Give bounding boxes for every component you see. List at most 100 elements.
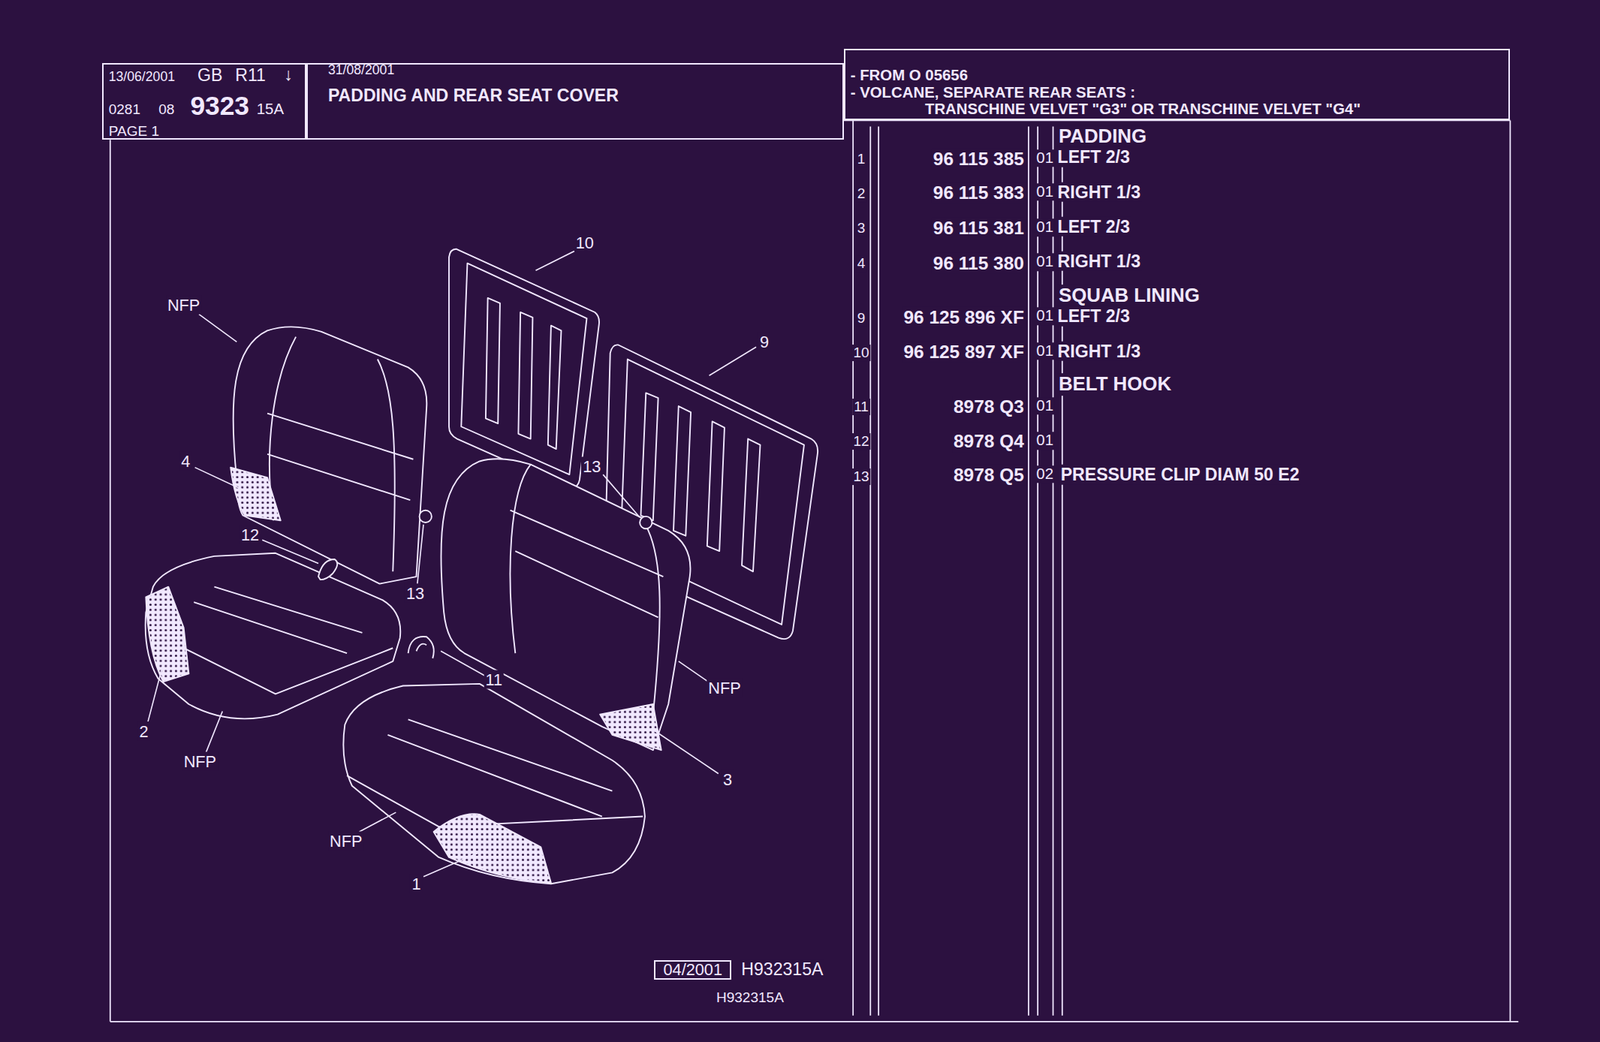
leader-lines — [198, 314, 237, 343]
seat-parts — [346, 719, 643, 827]
callout-number: 11 — [484, 670, 505, 690]
leader-lines — [417, 524, 424, 585]
row-number: 4 — [855, 255, 868, 272]
quantity-code: 01 — [1034, 342, 1055, 360]
callout-number: 12 — [239, 525, 261, 545]
part-number: 8978 Q3 — [952, 396, 1026, 418]
node-text: TRANSCHINE VELVET "G3" OR TRANSCHINE VEL… — [925, 99, 1361, 118]
leader-lines — [602, 474, 640, 518]
node-text: R11 — [235, 65, 266, 87]
callout-label: NFP — [182, 751, 218, 771]
callout-number: 1 — [409, 873, 422, 893]
seat-parts — [145, 553, 401, 720]
quantity-code: 01 — [1034, 183, 1055, 201]
callout-number: 10 — [574, 233, 596, 253]
row-number: 13 — [851, 468, 871, 486]
seat-parts — [518, 312, 533, 440]
drawing-reference: H932315A — [739, 959, 825, 980]
leader-lines — [440, 650, 485, 676]
frame-lines — [877, 126, 880, 1016]
seat-parts — [233, 326, 428, 584]
seat-parts — [269, 337, 296, 522]
seat-parts — [639, 516, 652, 529]
part-number: 96 115 383 — [931, 182, 1026, 204]
node-text: GB — [197, 65, 223, 87]
callout-label: NFP — [706, 678, 742, 698]
part-description: LEFT 2/3 — [1056, 147, 1132, 168]
leader-lines — [536, 250, 576, 271]
seat-parts — [707, 421, 725, 552]
node-text: - FROM O 05656 — [850, 66, 968, 85]
part-description: RIGHT 1/3 — [1056, 340, 1142, 362]
frame-lines — [1509, 120, 1512, 1022]
leader-lines — [709, 346, 757, 376]
condition-cell: - FROM O 05656- VOLCANE, SEPARATE REAR S… — [843, 48, 1510, 121]
leader-lines — [653, 729, 719, 774]
seat-parts — [448, 249, 600, 489]
seat-parts — [267, 359, 413, 573]
frame-lines — [109, 139, 112, 1022]
frame-lines — [110, 1021, 1519, 1023]
seat-parts — [599, 704, 662, 751]
part-number: 96 115 385 — [931, 148, 1026, 170]
seat-parts — [485, 298, 501, 424]
seat-parts — [145, 249, 818, 885]
part-description: RIGHT 1/3 — [1056, 251, 1142, 272]
quantity-code: 01 — [1034, 431, 1055, 449]
callout-number: 9 — [758, 332, 771, 352]
node-text: ↓ — [283, 64, 293, 86]
quantity-code: 01 — [1034, 397, 1055, 415]
part-description: RIGHT 1/3 — [1056, 181, 1142, 202]
row-number: 10 — [851, 344, 871, 362]
row-number: 9 — [855, 310, 868, 327]
seat-parts — [461, 263, 587, 475]
quantity-code: 01 — [1034, 253, 1055, 272]
part-number: 8978 Q4 — [952, 430, 1026, 452]
seat-parts — [640, 392, 658, 521]
seat-parts — [230, 467, 281, 522]
header-title-cell: 31/08/2001PADDING AND REAR SEAT COVER — [306, 63, 844, 140]
leader-lines — [358, 812, 396, 832]
quantity-code: 01 — [1034, 149, 1055, 167]
node-text: 08 — [158, 101, 175, 119]
leader-lines — [206, 711, 223, 753]
seat-parts — [510, 464, 664, 715]
node-text: - VOLCANE, SEPARATE REAR SEATS : — [850, 83, 1136, 102]
frame-lines — [869, 126, 871, 1016]
seat-parts — [408, 636, 434, 659]
callout-label: NFP — [165, 295, 202, 315]
part-description: PRESSURE CLIP DIAM 50 E2 — [1059, 464, 1302, 486]
part-number: 96 125 897 XF — [901, 341, 1025, 363]
node-text: 9323 — [189, 89, 250, 121]
part-number: 96 125 896 XF — [901, 307, 1025, 329]
frame-lines — [1027, 126, 1030, 1016]
node-text: 13/06/2001 — [108, 69, 175, 85]
frame-lines — [110, 120, 1519, 1022]
part-number: 8978 Q5 — [952, 464, 1026, 486]
node-text: 31/08/2001 — [328, 63, 395, 79]
node-text: 15A — [256, 99, 284, 118]
row-number: 11 — [852, 398, 871, 416]
callout-number: 13 — [404, 583, 426, 603]
part-description: LEFT 2/3 — [1056, 216, 1132, 237]
section-heading: SQUAB LINING — [1057, 284, 1202, 308]
callout-label: NFP — [328, 831, 364, 850]
callout-number: 3 — [721, 770, 734, 790]
leader-lines — [262, 539, 319, 564]
leader-lines — [423, 852, 480, 877]
leader-lines — [195, 467, 244, 491]
node-text: 04/2001 — [662, 960, 723, 980]
seat-parts — [318, 559, 338, 580]
part-number: 96 115 381 — [931, 217, 1026, 239]
seat-parts — [673, 406, 691, 537]
row-number: 2 — [855, 185, 868, 202]
seat-parts — [741, 439, 760, 573]
diagram-title: PADDING AND REAR SEAT COVER — [328, 86, 619, 108]
callout-number: 2 — [138, 722, 151, 742]
row-number: 3 — [855, 219, 868, 237]
quantity-code: 02 — [1034, 465, 1055, 483]
section-heading: BELT HOOK — [1057, 373, 1173, 397]
seat-parts — [145, 587, 189, 682]
